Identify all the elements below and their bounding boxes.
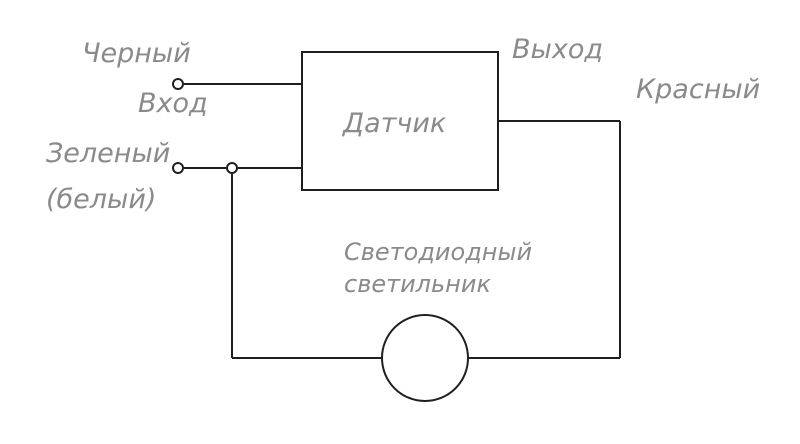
- label-black: Черный: [82, 38, 191, 69]
- black-input-terminal: [172, 78, 184, 90]
- led-lamp-symbol: [381, 314, 469, 402]
- label-input: Вход: [138, 88, 208, 119]
- junction-terminal: [226, 162, 238, 174]
- green-input-terminal: [172, 162, 184, 174]
- label-green: Зеленый: [46, 138, 170, 169]
- label-white: (белый): [46, 184, 156, 215]
- label-output: Выход: [512, 34, 603, 65]
- label-led-line2: светильник: [344, 270, 491, 298]
- label-led-line1: Светодиодный: [344, 238, 532, 266]
- label-sensor: Датчик: [342, 108, 447, 139]
- label-red: Красный: [636, 74, 760, 105]
